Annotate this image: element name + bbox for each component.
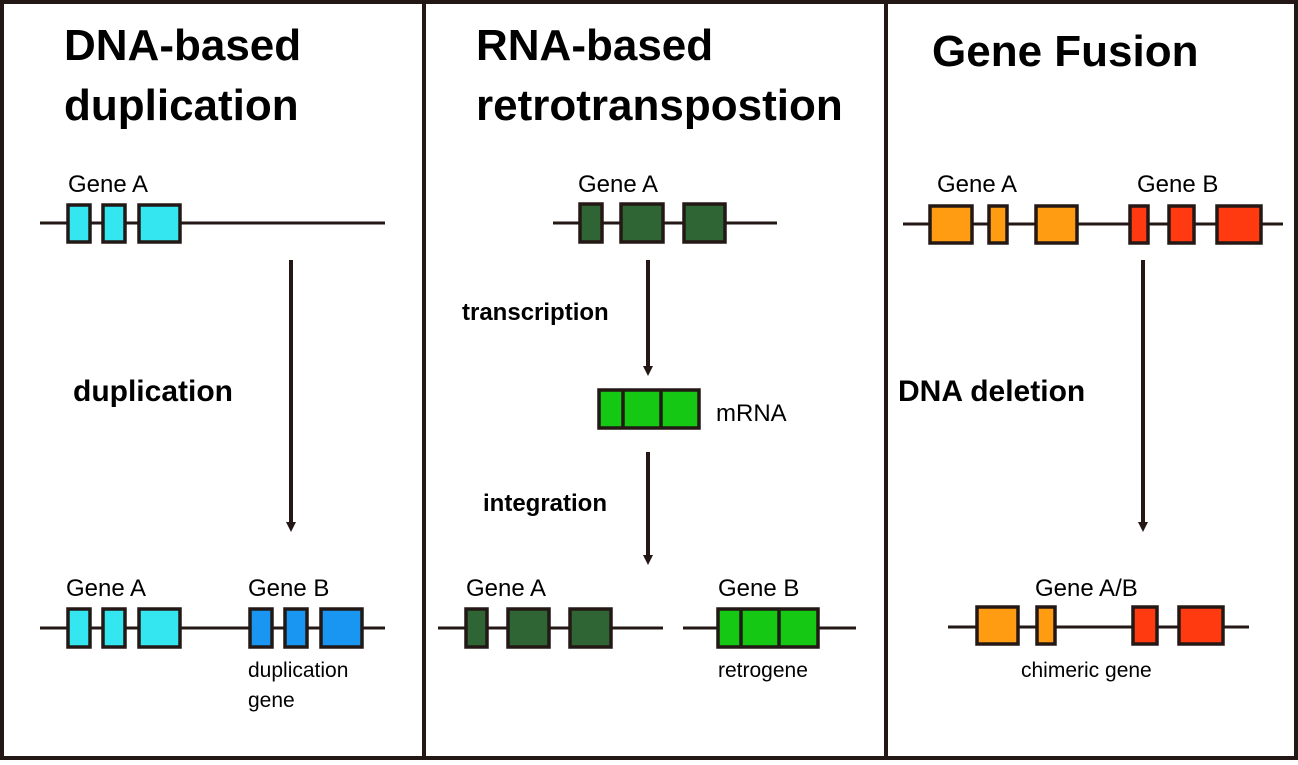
panel3-caption: chimeric gene — [1021, 659, 1152, 682]
panel3-top-gene-a-exon-3 — [1034, 204, 1079, 245]
panel2-bottom-gene-a-exon-3 — [568, 607, 613, 649]
panel1-top-exon-3 — [137, 203, 182, 244]
panel2-top-exon-2 — [619, 202, 665, 244]
panel1-top-gene-label: Gene A — [68, 171, 148, 198]
panel2-bottom-gene-a-label: Gene A — [466, 575, 546, 602]
panel3-top-gene-a-exon-2 — [987, 204, 1009, 245]
panel1-bottom-gene-a-exon-2 — [101, 607, 127, 649]
panel2-top-exon-1 — [578, 202, 604, 244]
panel3-top-gene-b-exon-2 — [1167, 204, 1196, 245]
panel1-bottom-gene-b-exon-2 — [283, 607, 309, 649]
panel3-step-label: DNA deletion — [898, 375, 1085, 408]
panel3-chimeric-exon-1 — [975, 605, 1020, 646]
panel2-top-exon-3 — [682, 202, 727, 244]
panel2-step2-label: integration — [483, 490, 607, 517]
panel1-bottom-gene-a-label: Gene A — [66, 575, 146, 602]
panel1-title-line1: DNA-based — [64, 21, 301, 70]
panel1-title-line2: duplication — [64, 81, 299, 130]
panel2-bottom-gene-a-exon-1 — [464, 607, 489, 649]
panel1-top-exon-1 — [66, 203, 92, 244]
panel-dna-duplication: DNA-based duplication Gene A duplication… — [40, 21, 385, 712]
panel2-title-line1: RNA-based — [476, 21, 713, 70]
panel3-top-gene-b-exon-3 — [1215, 204, 1263, 245]
panel3-bottom-gene-label: Gene A/B — [1035, 575, 1138, 602]
panel3-title: Gene Fusion — [932, 27, 1198, 76]
panel1-top-exon-2 — [101, 203, 127, 244]
panel2-step1-label: transcription — [462, 299, 609, 326]
panel3-top-gene-b-exon-1 — [1128, 204, 1150, 245]
panel-gene-fusion: Gene Fusion Gene A Gene B DNA deletion G… — [898, 27, 1283, 682]
panel1-step-label: duplication — [73, 375, 233, 408]
panel1-bottom-gene-b-label: Gene B — [248, 575, 329, 602]
panel1-bottom-gene-a-exon-1 — [66, 607, 92, 649]
panel3-top-gene-b-label: Gene B — [1137, 171, 1218, 198]
panel1-caption-line2: gene — [248, 689, 295, 712]
panel2-bottom-gene-a-exon-2 — [506, 607, 551, 649]
panel2-mrna-box — [597, 388, 701, 430]
panel3-chimeric-exon-3 — [1131, 605, 1159, 646]
panel2-title-line2: retrotranspostion — [476, 81, 843, 130]
panel-rna-retrotransposition: RNA-based retrotranspostion Gene A trans… — [438, 21, 856, 682]
panel2-bottom-gene-b-label: Gene B — [718, 575, 799, 602]
panel2-top-gene-label: Gene A — [578, 171, 658, 198]
panel2-retrogene-box — [716, 607, 820, 649]
panel3-chimeric-exon-2 — [1035, 605, 1057, 646]
panel1-bottom-gene-a-exon-3 — [137, 607, 182, 649]
panel3-top-gene-a-exon-1 — [928, 204, 974, 245]
panel3-chimeric-exon-4 — [1177, 605, 1225, 646]
panel3-top-gene-a-label: Gene A — [937, 171, 1017, 198]
panel1-caption-line1: duplication — [248, 659, 348, 682]
panel2-caption: retrogene — [718, 659, 808, 682]
panel1-bottom-gene-b-exon-1 — [248, 607, 274, 649]
panel2-mrna-label: mRNA — [716, 400, 787, 427]
panel1-bottom-gene-b-exon-3 — [319, 607, 364, 649]
